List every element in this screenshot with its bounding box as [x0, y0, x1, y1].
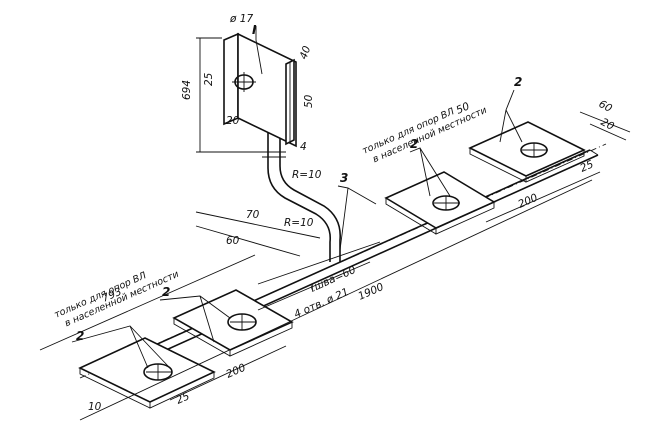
callout-leaders: [71, 26, 523, 369]
dim-right-20: 20: [599, 116, 617, 133]
dim-R10-top: R=10: [292, 169, 322, 181]
top-right-strip: [285, 58, 295, 146]
dim-60-low: 60: [226, 235, 240, 247]
callout-part-2-left: 2: [76, 329, 84, 343]
dim-right-50: 50: [454, 100, 471, 117]
dim-left-200: 200: [224, 361, 247, 380]
plate-mid-left: [172, 289, 294, 357]
dim-1900: 1900: [356, 281, 386, 303]
callout-part-2-mid-right: 2: [410, 137, 418, 151]
dim-right-200: 200: [516, 191, 539, 210]
dim-right-25: 25: [578, 158, 595, 175]
dim-4: 4: [300, 141, 307, 153]
dimension-lines: [39, 37, 631, 421]
plate-mid-right: [384, 171, 496, 235]
note-top: только для опор ВЛ в населенной местност…: [361, 105, 489, 165]
callout-part-3: 3: [340, 171, 348, 185]
top-strip: [223, 32, 297, 148]
horizontal-strip: [79, 143, 607, 379]
dim-left-10: 10: [88, 401, 102, 413]
dim-20: 20: [226, 115, 240, 127]
dim-70: 70: [246, 209, 260, 221]
plate-left: [78, 337, 216, 409]
dim-left-25: 25: [174, 390, 191, 407]
dim-40: 40: [298, 44, 314, 61]
dim-50: 50: [303, 94, 315, 108]
dim-weld: ℓшва=60: [307, 264, 358, 295]
dim-rod-diameter: ø 17: [229, 13, 253, 25]
dim-694: 694: [181, 80, 193, 100]
callout-part-2-mid-left: 2: [162, 285, 170, 299]
callout-part-2-right: 2: [514, 75, 522, 89]
dim-right-60: 60: [597, 98, 615, 115]
plate-right: [468, 121, 586, 183]
dim-25: 25: [203, 72, 215, 86]
dim-R10-bottom: R=10: [284, 217, 314, 229]
callout-detail-I: I: [252, 23, 257, 37]
